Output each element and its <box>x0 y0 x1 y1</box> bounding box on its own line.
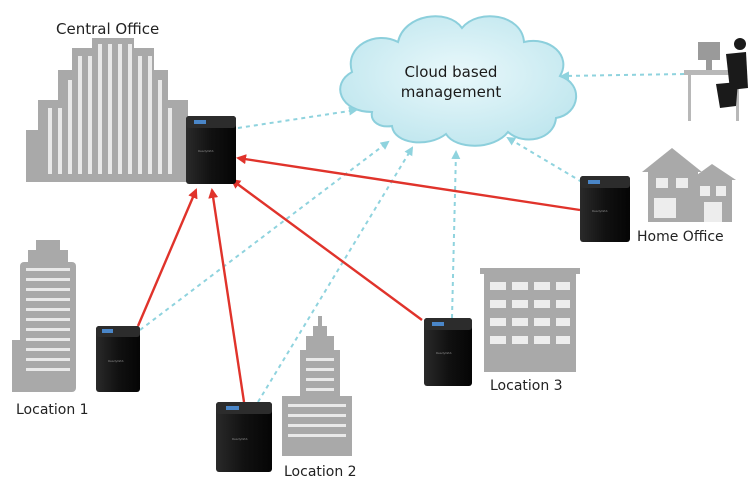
nas-device-location-3: ReadyNAS <box>424 318 472 386</box>
cloud-label-line-2: management <box>400 83 502 101</box>
arrow-location-2-to-central <box>208 188 246 403</box>
location-2-building <box>282 316 352 456</box>
svg-text:ReadyNAS: ReadyNAS <box>592 209 608 213</box>
svg-text:ReadyNAS: ReadyNAS <box>232 437 248 441</box>
cloud-label-line-1: Cloud based <box>404 63 498 81</box>
cloud-link-location-2 <box>257 146 414 403</box>
location-1-label: Location 1 <box>16 402 89 418</box>
central-office-label: Central Office <box>56 20 160 38</box>
nas-device-central: ReadyNAS <box>186 116 236 184</box>
location-2-label: Location 2 <box>284 464 357 480</box>
svg-text:ReadyNAS: ReadyNAS <box>108 359 124 363</box>
cloud-link-location-3 <box>451 150 461 319</box>
nas-device-location-2: ReadyNAS <box>216 402 272 472</box>
home-office-building <box>642 148 736 222</box>
arrow-location-1-to-central <box>136 188 198 327</box>
arrow-home-office-to-central <box>236 154 581 212</box>
location-3-building <box>480 268 580 372</box>
location-3-label: Location 3 <box>490 378 563 394</box>
svg-text:ReadyNAS: ReadyNAS <box>436 351 452 355</box>
cloud-link-central <box>237 106 358 129</box>
cloud-shape <box>339 15 578 147</box>
central-office-building <box>26 38 200 182</box>
replication-arrows <box>136 154 581 403</box>
nas-device-location-1: ReadyNAS <box>96 326 140 392</box>
cloud-management-label: Cloud based management <box>378 62 524 102</box>
home-worker-figure <box>684 38 748 121</box>
arrow-location-3-to-central <box>230 178 423 321</box>
location-1-building <box>12 240 76 392</box>
cloud-link-home-office <box>506 136 583 183</box>
cloud-link-worker <box>560 71 685 81</box>
home-office-label: Home Office <box>637 229 724 245</box>
nas-device-home-office: ReadyNAS <box>580 176 630 242</box>
svg-text:ReadyNAS: ReadyNAS <box>198 149 214 153</box>
